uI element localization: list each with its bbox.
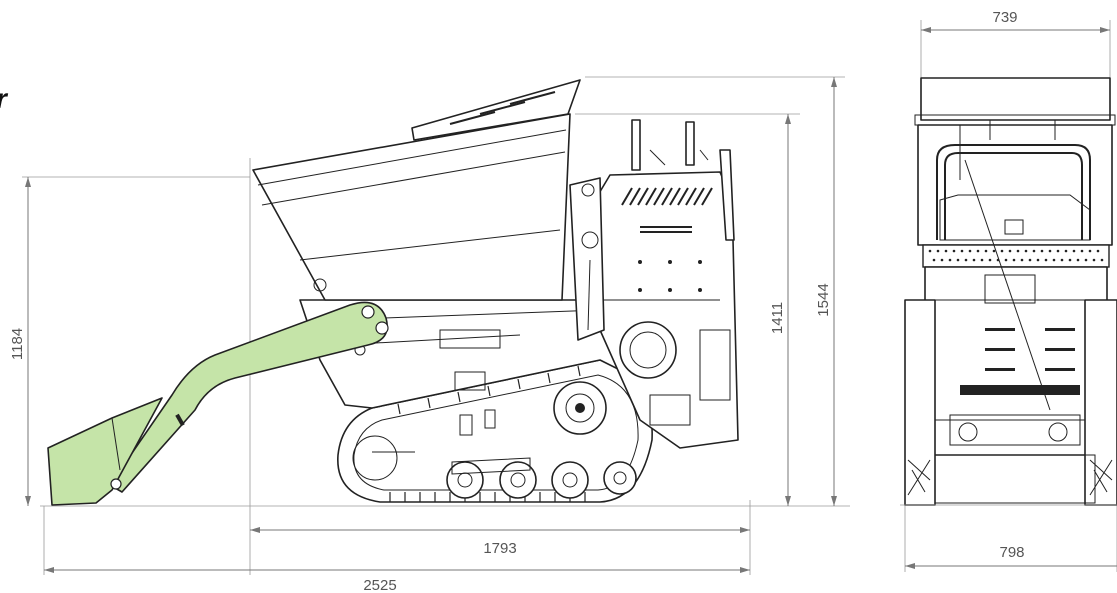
dim-track-width: 798	[905, 544, 1117, 569]
front-hopper	[920, 77, 1111, 121]
dumper-hopper	[252, 79, 581, 301]
dim-body-length: 1793	[250, 527, 750, 557]
loader-mast	[569, 177, 605, 341]
label-body-length: 1793	[483, 540, 516, 557]
label-track-width: 798	[999, 544, 1024, 561]
front-frame	[917, 124, 1113, 246]
label-top-width: 739	[992, 9, 1017, 26]
front-track-right	[1084, 299, 1117, 506]
dim-front-height: 1184	[9, 177, 31, 506]
label-frame-height: 1411	[769, 302, 786, 334]
engine-housing	[594, 119, 739, 449]
dim-total-height: 1544	[815, 77, 837, 506]
label-front-height: 1184	[9, 328, 26, 360]
front-view: 739 798	[900, 9, 1117, 572]
side-view: 1184 1411 1544 1793 2525	[9, 76, 850, 593]
dim-top-width: 739	[921, 9, 1110, 33]
label-total-height: 1544	[815, 283, 832, 316]
dim-total-length: 2525	[44, 567, 750, 593]
loader-bucket	[47, 397, 163, 506]
label-total-length: 2525	[363, 577, 396, 593]
fragment-letter: r	[0, 83, 9, 114]
front-track-left	[904, 299, 936, 506]
front-loader	[47, 301, 389, 506]
loader-arm	[109, 301, 388, 493]
dim-frame-height: 1411	[769, 114, 791, 506]
front-grille	[922, 244, 1110, 268]
